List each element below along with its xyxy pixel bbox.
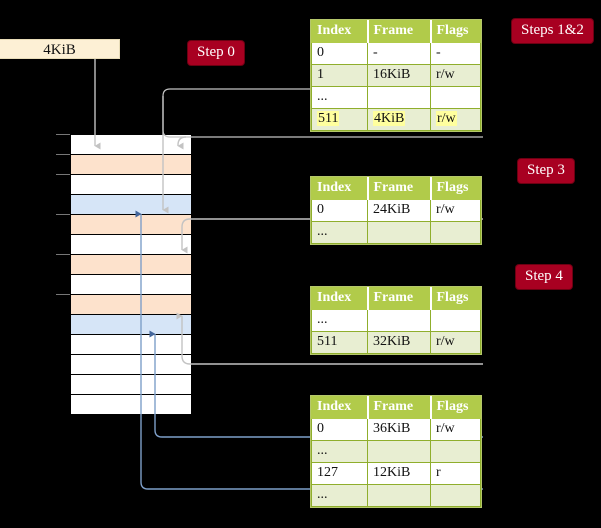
table-cell: 24KiB [367,199,431,222]
memory-row-tick [56,254,70,255]
highlighted-value: 4KiB [373,111,406,126]
table-cell [430,86,481,109]
table-cell [430,221,481,244]
table-cell: 511 [311,331,368,354]
table-row: 511 4KiB r/w [311,108,481,131]
table-cell [367,221,431,244]
table-header-frame: Frame [366,20,431,43]
memory-row [56,254,191,274]
table-header-frame: Frame [366,287,431,310]
table-header-index: Index [311,396,368,419]
table-cell: 127 [311,462,368,485]
badge-steps-1-and-2: Steps 1&2 [512,19,593,43]
memory-row [56,294,191,314]
memory-row [71,394,191,414]
table-cell: 12KiB [367,462,431,485]
table-cell: r/w [430,108,481,131]
table-cell: 4KiB [367,108,431,131]
table-cell [367,484,431,507]
table-header-flags: Flags [429,177,481,200]
table-cell: 36KiB [367,418,431,441]
memory-row [56,154,191,174]
table-cell: - [367,42,431,65]
table-cell: 511 [311,108,368,131]
table-header-frame: Frame [366,177,431,200]
memory-row [56,134,191,154]
memory-row-tick [56,134,70,135]
table-cell: 16KiB [367,64,431,87]
source-frame-box: 4KiB [0,39,120,59]
badge-step-4: Step 4 [516,265,572,289]
table-row: ... [311,484,481,507]
table-cell [367,86,431,109]
table-cell: ... [311,440,368,463]
table-cell: 32KiB [367,331,431,354]
table-header-flags: Flags [429,20,481,43]
table-row: ... [311,309,481,332]
table-cell: 0 [311,42,368,65]
memory-row-tick [56,174,70,175]
memory-row [56,174,191,194]
table-cell: ... [311,221,368,244]
table-cell: r/w [430,64,481,87]
highlighted-value: 511 [317,111,340,126]
table-cell [430,309,481,332]
table-row: ... [311,221,481,244]
table-cell: ... [311,309,368,332]
memory-row-tick [56,294,70,295]
memory-row-tick [56,154,70,155]
table-cell [367,309,431,332]
badge-step-0: Step 0 [188,41,244,65]
table-cell: - [430,42,481,65]
table-cell: r/w [430,199,481,222]
table-cell: 1 [311,64,368,87]
table-header-flags: Flags [429,287,481,310]
source-frame-label: 4KiB [43,42,76,58]
table-cell: 0 [311,199,368,222]
table-cell: ... [311,86,368,109]
table-row: ... [311,86,481,109]
table-cell: r [430,462,481,485]
table-cell: 0 [311,418,368,441]
memory-row [71,354,191,374]
table-cell [367,440,431,463]
memory-row [56,214,191,234]
table-header-flags: Flags [429,396,481,419]
table-cell [430,440,481,463]
memory-row-tick [56,214,70,215]
table-cell: r/w [430,331,481,354]
table-row: 0-- [311,42,481,65]
table-cell [430,484,481,507]
badge-step-3: Step 3 [518,159,574,183]
memory-row [71,194,191,214]
memory-column [56,134,192,415]
memory-row [71,274,191,294]
table-cell: ... [311,484,368,507]
table-cell: r/w [430,418,481,441]
table-row: ... [311,440,481,463]
memory-row [71,234,191,254]
table-header-frame: Frame [366,396,431,419]
memory-row [71,334,191,354]
table-header-index: Index [311,287,368,310]
table-header-index: Index [311,177,368,200]
memory-row [71,314,191,334]
table-header-index: Index [311,20,368,43]
memory-row [71,374,191,394]
highlighted-value: r/w [436,111,457,126]
